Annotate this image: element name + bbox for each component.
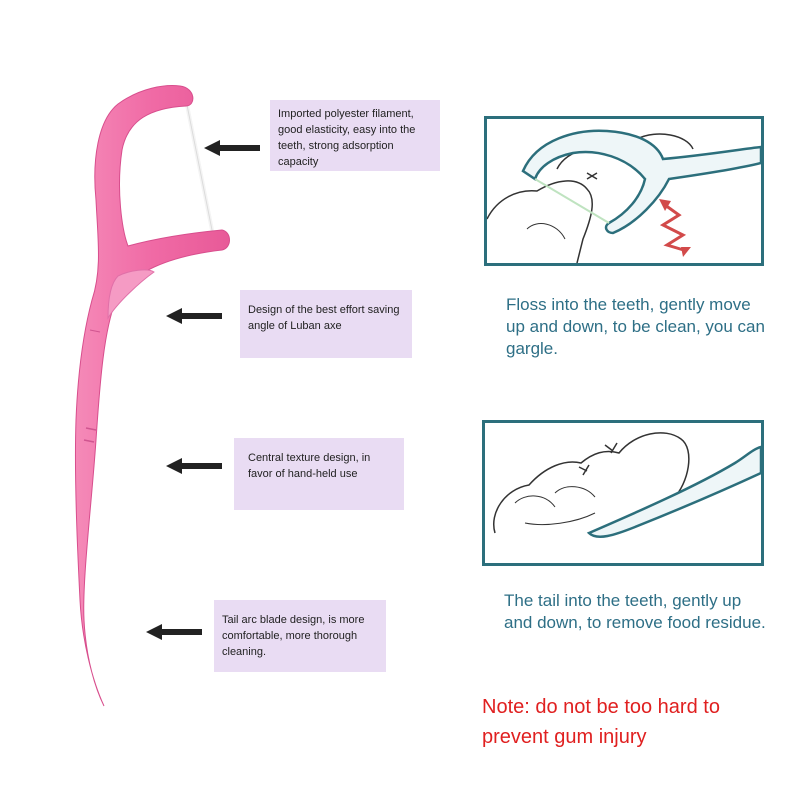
zigzag-arrow-icon [659, 199, 691, 257]
floss-teeth-illustration [487, 129, 761, 263]
callout-texture: Central texture design, in favor of hand… [234, 438, 404, 510]
warning-note: Note: do not be too hard to prevent gum … [482, 696, 720, 748]
tail-teeth-illustration [493, 432, 761, 538]
tooth-outline [487, 180, 593, 263]
arrow-left-icon [204, 140, 260, 156]
floss-pick-illustration [74, 85, 230, 707]
tail-usage-caption: The tail into the teeth, gently up and d… [504, 591, 766, 632]
pick-triangle-cutout [107, 269, 155, 320]
callout-tail-blade: Tail arc blade design, is more comfortab… [214, 600, 386, 672]
floss-pick-outline [521, 129, 761, 235]
floss-usage-panel [484, 116, 764, 266]
pick-tail-outline [586, 445, 761, 538]
tooth-outline [493, 432, 690, 534]
floss-usage-caption: Floss into the teeth, gently move up and… [506, 295, 765, 358]
tail-usage-panel [482, 420, 764, 566]
arrow-left-icon [146, 624, 202, 640]
callout-filament: Imported polyester filament, good elasti… [270, 100, 440, 171]
callout-luban-axe: Design of the best effort saving angle o… [240, 290, 412, 358]
arrow-left-icon [166, 308, 222, 324]
arrow-left-icon [166, 458, 222, 474]
pick-body [74, 85, 230, 707]
